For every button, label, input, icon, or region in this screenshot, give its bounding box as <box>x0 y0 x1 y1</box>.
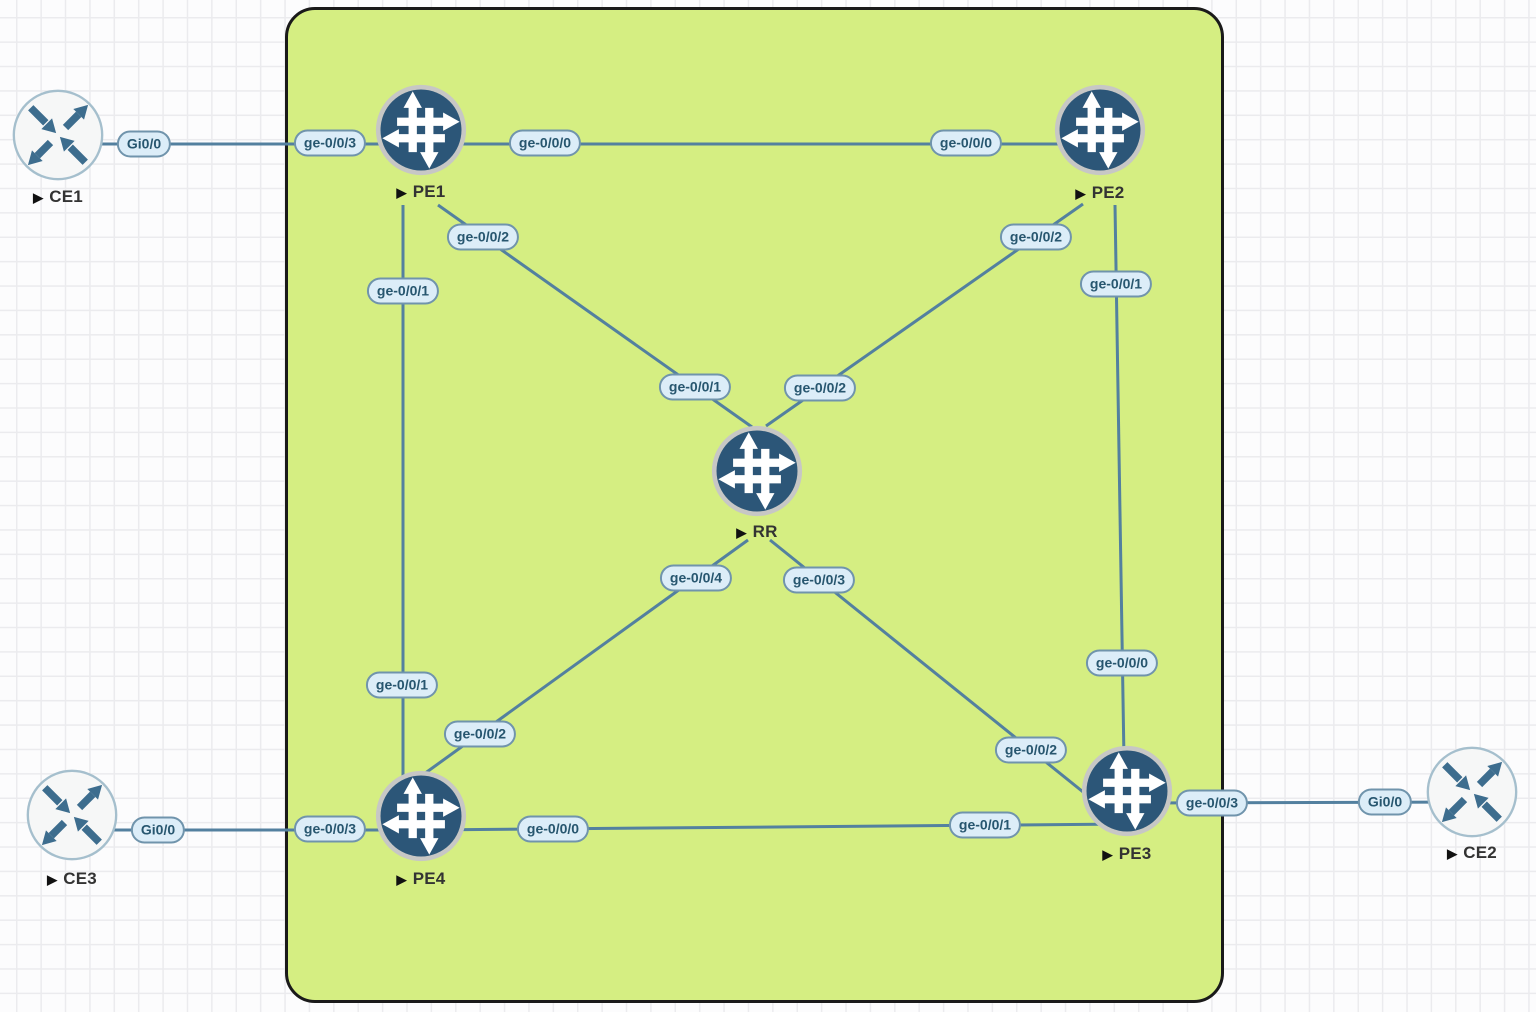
juniper-router-icon <box>711 425 803 517</box>
interface-label-pe1-ge001: ge-0/0/1 <box>366 277 440 305</box>
play-triangle-icon: ▶ <box>396 184 407 200</box>
node-name-text: PE4 <box>412 869 446 888</box>
node-label-rr: ▶ RR <box>736 522 777 542</box>
interface-label-pe3-ge001: ge-0/0/1 <box>948 811 1022 839</box>
node-label-ce1: ▶ CE1 <box>33 187 83 207</box>
interface-label-pe4-ge002: ge-0/0/2 <box>443 720 517 748</box>
node-label-pe1: ▶ PE1 <box>397 182 446 202</box>
node-name-text: PE3 <box>1118 844 1152 863</box>
node-label-pe3: ▶ PE3 <box>1103 844 1152 864</box>
node-ce3[interactable] <box>25 768 119 862</box>
interface-label-ce3-Gi00: Gi0/0 <box>130 816 186 844</box>
interface-label-pe4-ge003: ge-0/0/3 <box>293 815 367 843</box>
interface-label-pe2-ge001: ge-0/0/1 <box>1079 270 1153 298</box>
node-name-text: CE3 <box>63 869 97 888</box>
interface-label-rr-ge001: ge-0/0/1 <box>658 373 732 401</box>
node-label-ce3: ▶ CE3 <box>47 869 97 889</box>
interface-label-pe3-ge000: ge-0/0/0 <box>1085 649 1159 677</box>
interface-label-pe3-ge003: ge-0/0/3 <box>1175 789 1249 817</box>
play-triangle-icon: ▶ <box>47 871 58 887</box>
node-name-text: RR <box>752 522 778 541</box>
interface-label-pe2-ge000: ge-0/0/0 <box>929 129 1003 157</box>
interface-label-pe4-ge001: ge-0/0/1 <box>365 671 439 699</box>
node-pe2[interactable] <box>1054 84 1146 176</box>
interface-label-rr-ge002: ge-0/0/2 <box>783 374 857 402</box>
node-name-text: CE1 <box>49 187 83 206</box>
juniper-router-icon <box>1054 84 1146 176</box>
ce-router-icon <box>1426 746 1518 838</box>
juniper-router-icon <box>375 770 467 862</box>
node-label-pe2: ▶ PE2 <box>1076 183 1125 203</box>
interface-label-ce1-Gi00: Gi0/0 <box>116 130 172 158</box>
interface-label-pe1-ge003: ge-0/0/3 <box>293 129 367 157</box>
interface-label-ce2-Gi00: Gi0/0 <box>1357 788 1413 816</box>
play-triangle-icon: ▶ <box>1075 185 1086 201</box>
play-triangle-icon: ▶ <box>1447 845 1458 861</box>
node-name-text: PE2 <box>1091 183 1125 202</box>
node-name-text: PE1 <box>412 182 446 201</box>
interface-label-rr-ge003: ge-0/0/3 <box>782 566 856 594</box>
ce-router-icon <box>26 769 118 861</box>
interface-label-pe3-ge002: ge-0/0/2 <box>994 736 1068 764</box>
node-label-ce2: ▶ CE2 <box>1447 843 1497 863</box>
interface-label-pe1-ge000: ge-0/0/0 <box>508 129 582 157</box>
interface-label-pe1-ge002: ge-0/0/2 <box>446 223 520 251</box>
interface-label-rr-ge004: ge-0/0/4 <box>659 564 733 592</box>
node-pe3[interactable] <box>1081 745 1173 837</box>
node-pe1[interactable] <box>375 84 467 176</box>
play-triangle-icon: ▶ <box>1102 846 1113 862</box>
node-ce2[interactable] <box>1425 745 1519 839</box>
interface-label-pe4-ge000: ge-0/0/0 <box>516 815 590 843</box>
node-pe4[interactable] <box>375 770 467 862</box>
juniper-router-icon <box>375 84 467 176</box>
play-triangle-icon: ▶ <box>396 871 407 887</box>
play-triangle-icon: ▶ <box>736 524 747 540</box>
node-ce1[interactable] <box>11 88 105 182</box>
interface-label-pe2-ge002: ge-0/0/2 <box>999 223 1073 251</box>
ce-router-icon <box>12 89 104 181</box>
node-name-text: CE2 <box>1463 843 1497 862</box>
play-triangle-icon: ▶ <box>33 189 44 205</box>
node-label-pe4: ▶ PE4 <box>397 869 446 889</box>
node-rr[interactable] <box>711 425 803 517</box>
juniper-router-icon <box>1081 745 1173 837</box>
